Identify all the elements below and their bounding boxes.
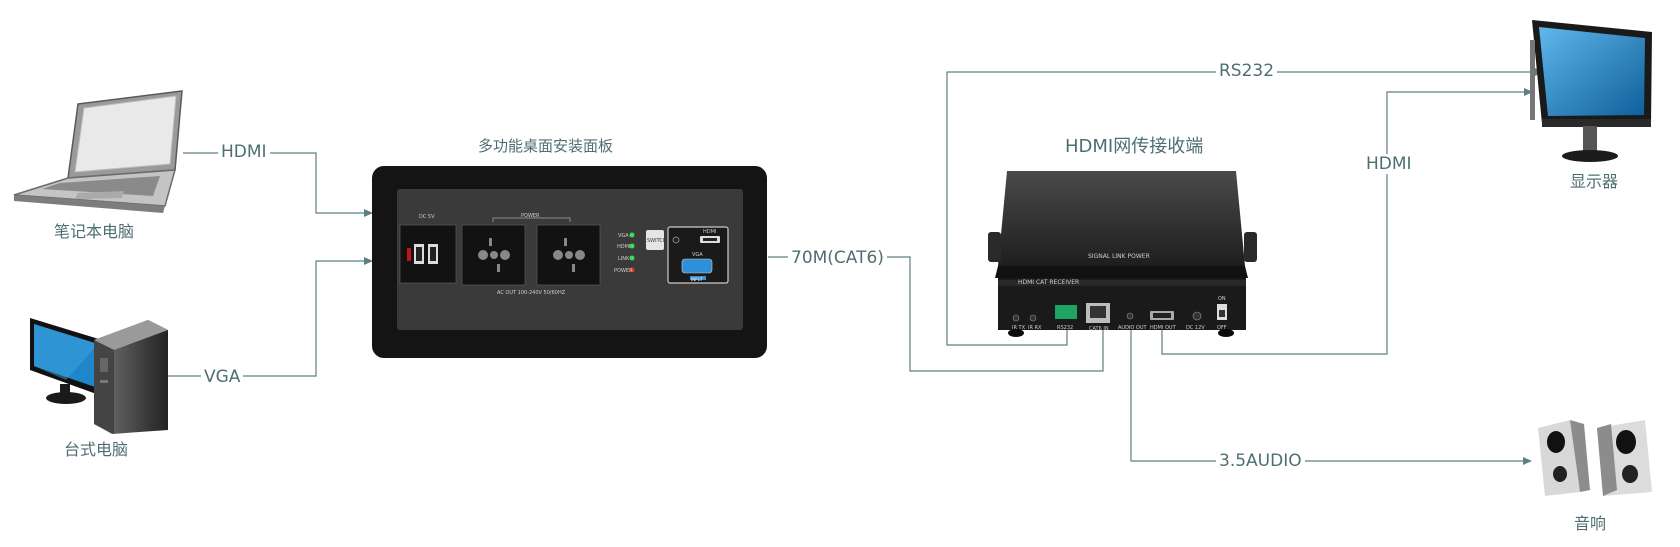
rs232-label: RS232 <box>1216 61 1278 81</box>
cat6-label: 70M(CAT6) <box>788 248 887 268</box>
laptop-caption: 笔记本电脑 <box>54 222 135 241</box>
receiver-top-label: SIGNAL LINK POWER <box>1088 253 1150 260</box>
receiver-port-label: HDMI OUT <box>1150 325 1177 331</box>
desktop-panel-device <box>372 166 767 358</box>
receiver-port-label: DC 12V <box>1186 325 1205 331</box>
panel-vga-label: VGA <box>692 252 703 258</box>
receiver-port-label: IR TX <box>1012 325 1026 331</box>
desktop-caption: 台式电脑 <box>64 440 129 459</box>
laptop-hdmi-line <box>183 152 373 217</box>
receiver-port-label: OFF <box>1217 325 1227 331</box>
receiver-port-label: AUDIO OUT <box>1118 325 1148 331</box>
desktop-computer-icon <box>30 318 168 434</box>
panel-led-label: VGA <box>618 233 629 239</box>
audio-line <box>1130 324 1532 465</box>
panel-caption: 多功能桌面安装面板 <box>478 137 614 155</box>
rs232-line <box>946 68 1544 346</box>
hdmi-out-line <box>1161 88 1533 355</box>
audio-label: 3.5AUDIO <box>1216 451 1305 471</box>
monitor-caption: 显示器 <box>1570 172 1619 191</box>
panel-led-label: HDMI <box>617 244 630 250</box>
receiver-caption: HDMI网传接收端 <box>1065 136 1204 157</box>
panel-switch-label: SWITCH <box>647 238 667 244</box>
panel-led-label: POWER <box>614 268 633 274</box>
desktop-vga-label: VGA <box>201 367 244 387</box>
receiver-model-label: HDMI CAT RECEIVER <box>1018 279 1079 286</box>
panel-ac-label: AC OUT 100-240V 50/60HZ <box>497 290 566 296</box>
panel-hdmi-label: HDMI <box>703 229 716 235</box>
monitor-icon <box>1530 20 1652 162</box>
receiver-port-label: CAT6 IN <box>1089 326 1109 332</box>
panel-power-label: POWER <box>521 213 540 219</box>
receiver-port-label: IR RX <box>1028 325 1042 331</box>
panel-input-label: INPUT <box>691 277 704 282</box>
receiver-port-label: RS232 <box>1057 325 1073 331</box>
laptop-icon <box>13 90 183 213</box>
speakers-caption: 音响 <box>1574 514 1607 533</box>
hdmi-out-label: HDMI <box>1363 154 1415 174</box>
desktop-vga-line <box>168 257 373 377</box>
panel-led-label: LINK <box>618 256 630 262</box>
receiver-device <box>988 171 1257 337</box>
speakers-icon <box>1538 420 1652 496</box>
panel-dc-label: DC 5V <box>419 214 435 220</box>
laptop-hdmi-label: HDMI <box>218 142 270 162</box>
receiver-switch-on: ON <box>1218 296 1226 302</box>
